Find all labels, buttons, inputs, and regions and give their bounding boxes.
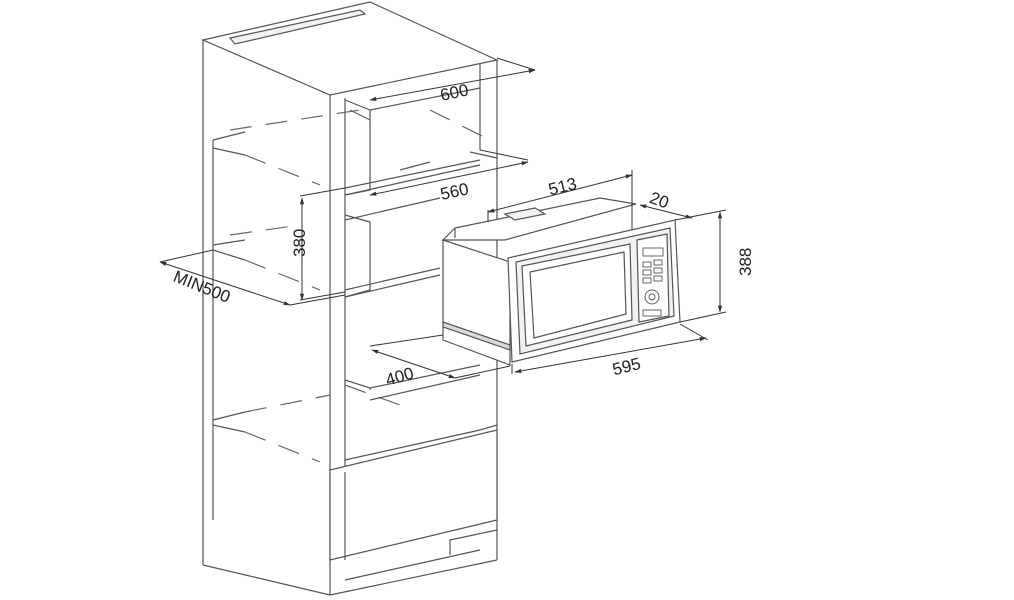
label-380: 380 <box>290 229 309 257</box>
label-400: 400 <box>383 364 416 390</box>
label-600: 600 <box>438 80 470 104</box>
dimension-lines <box>159 57 727 379</box>
label-388: 388 <box>736 248 755 276</box>
label-560: 560 <box>439 179 471 203</box>
label-20: 20 <box>647 188 671 212</box>
label-595: 595 <box>611 354 643 379</box>
label-513: 513 <box>547 174 579 199</box>
built-in-microwave <box>441 197 681 366</box>
label-min500: MIN500 <box>171 267 233 307</box>
